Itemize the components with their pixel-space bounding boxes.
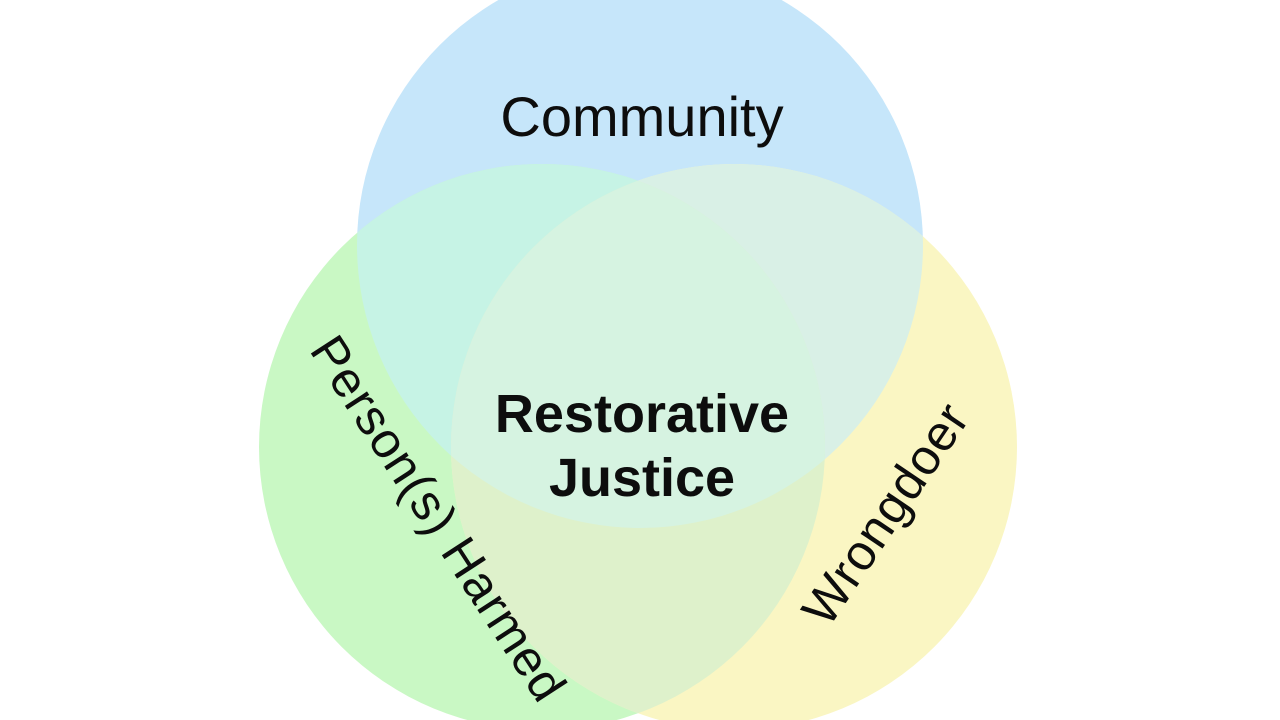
community-set-label: Community [500,85,784,149]
restorative-justice-center-label: Restorative Justice [494,384,790,508]
overlap-center-region [451,164,825,528]
